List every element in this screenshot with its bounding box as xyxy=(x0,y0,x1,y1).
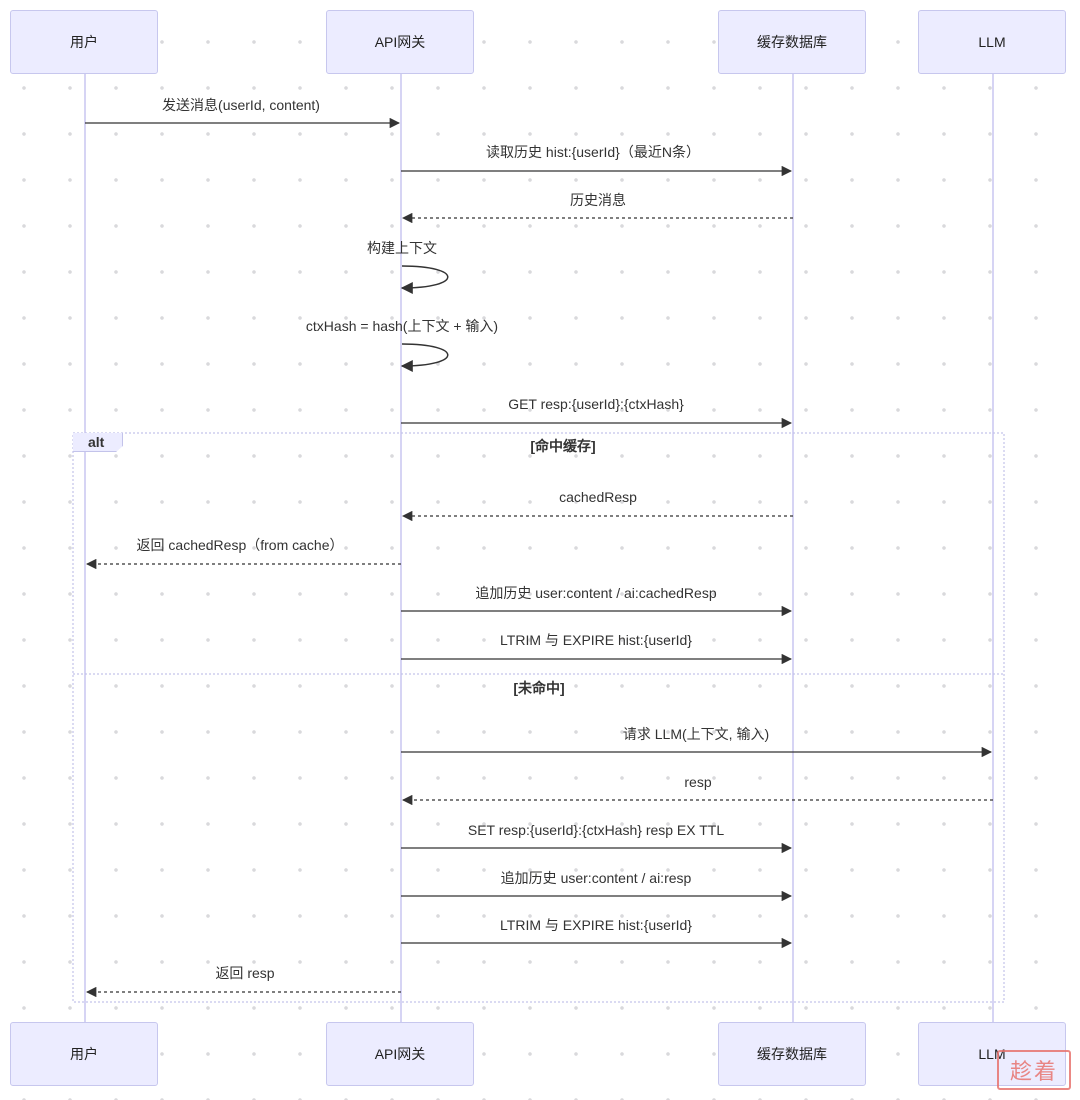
message-label-append-history-cached: 追加历史 user:content / ai:cachedResp xyxy=(475,585,717,601)
message-label-ltrim-2: LTRIM 与 EXPIRE hist:{userId} xyxy=(500,917,692,933)
actor-gateway-bottom: API网关 xyxy=(326,1022,474,1086)
watermark-stamp: 趁着 xyxy=(997,1050,1071,1090)
actor-llm-top: LLM xyxy=(918,10,1066,74)
message-label-cached-resp: cachedResp xyxy=(559,489,637,505)
actor-label: API网关 xyxy=(374,1046,426,1062)
self-arrow-m5 xyxy=(400,343,449,372)
actor-user-bottom: 用户 xyxy=(10,1022,158,1086)
actor-label: 缓存数据库 xyxy=(757,34,827,50)
message-label-build-context: 构建上下文 xyxy=(367,240,437,256)
actor-label: API网关 xyxy=(374,34,426,50)
message-label-llm-resp: resp xyxy=(684,774,712,790)
message-label-return-cached: 返回 cachedResp（from cache） xyxy=(136,537,344,553)
message-label-request-llm: 请求 LLM(上下文, 输入) xyxy=(622,726,770,742)
actor-cache-bottom: 缓存数据库 xyxy=(718,1022,866,1086)
alt-tag: alt xyxy=(73,433,123,452)
message-label-send: 发送消息(userId, content) xyxy=(162,97,320,113)
alt-frame-border xyxy=(72,432,1005,1003)
message-label-return-resp: 返回 resp xyxy=(215,965,275,981)
message-label-ltrim-1: LTRIM 与 EXPIRE hist:{userId} xyxy=(500,632,692,648)
actor-cache-top: 缓存数据库 xyxy=(718,10,866,74)
actor-label: 缓存数据库 xyxy=(757,1046,827,1062)
message-label-history-reply: 历史消息 xyxy=(570,192,626,208)
message-label-get-resp: GET resp:{userId}:{ctxHash} xyxy=(508,396,684,412)
actor-label: 用户 xyxy=(70,1046,98,1062)
actor-label: LLM xyxy=(978,34,1006,50)
actor-user-top: 用户 xyxy=(10,10,158,74)
alt-condition-miss: [未命中] xyxy=(513,680,565,696)
actor-label: 用户 xyxy=(70,34,98,50)
message-label-ctx-hash: ctxHash = hash(上下文 + 输入) xyxy=(305,318,499,334)
message-label-read-history: 读取历史 hist:{userId}（最近N条） xyxy=(486,144,700,160)
actor-gateway-top: API网关 xyxy=(326,10,474,74)
alt-condition-hit: [命中缓存] xyxy=(530,438,596,454)
message-label-append-history-resp: 追加历史 user:content / ai:resp xyxy=(500,870,692,886)
message-label-set-resp: SET resp:{userId}:{ctxHash} resp EX TTL xyxy=(467,822,725,838)
self-arrow-m4 xyxy=(400,265,449,294)
